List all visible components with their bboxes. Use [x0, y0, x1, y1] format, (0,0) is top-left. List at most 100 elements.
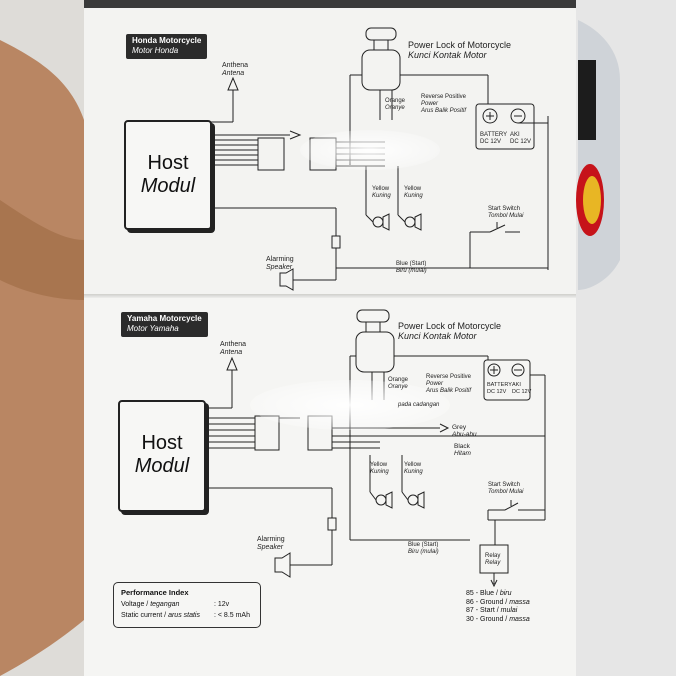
honda-aki-text: AKI [510, 132, 520, 138]
yamaha-dc1-text: DC 12V [487, 388, 507, 395]
voltage-label: Voltage / tegangan [121, 601, 179, 608]
yamaha-aki-label: AKI DC 12V [512, 382, 531, 395]
yamaha-black-text-id: Hitam [454, 450, 471, 457]
relay-pin-text: 86 - Ground / [466, 598, 510, 606]
honda-power-lock-text: Power Lock of Motorcycle [408, 40, 512, 50]
honda-dc1-text: DC 12V [480, 139, 502, 145]
yamaha-relay-text-id: Relay [485, 560, 501, 566]
honda-yellow2-label: Yellow Kuning [404, 186, 423, 200]
relay-pin-text: 85 - Blue / [466, 590, 500, 597]
voltage-label-text-id: tegangan [150, 601, 180, 608]
current-label: Static current / arus statis [121, 612, 200, 619]
yamaha-speaker-text: Alarming [257, 536, 285, 543]
honda-blue-text-id: Biru (mulai) [396, 268, 427, 274]
list-item: 86 - Ground / massa [466, 599, 530, 608]
yamaha-relay-label: Relay Relay [485, 553, 500, 567]
yamaha-antenna-label: Anthena Antena [220, 341, 246, 357]
yamaha-reverse-text-id: Power [426, 381, 444, 387]
honda-yellow1-text-id: Kuning [372, 193, 391, 199]
honda-blue-label: Blue (Start) Biru (mulai) [396, 261, 427, 275]
honda-yellow2-text-id: Kuning [404, 193, 423, 199]
honda-host-module: Host Modul [124, 120, 212, 230]
yamaha-start-switch-text: Start Switch [488, 482, 521, 488]
page-top-edge [84, 0, 576, 8]
yamaha-black-label: Black Hitam [454, 443, 471, 457]
yamaha-blue-text-id: Biru (mulai) [408, 549, 439, 555]
voltage-row: Voltage / tegangan : 12v [121, 601, 229, 608]
list-item: 30 - Ground / massa [466, 616, 530, 625]
yamaha-blue-text: Blue (Start) [408, 542, 439, 548]
relay-pin-text-id: mulai [500, 607, 518, 614]
list-item: 85 - Blue / biru [466, 590, 530, 599]
yamaha-blue-label: Blue (Start) Biru (mulai) [408, 542, 439, 556]
yamaha-orange-text-id: Oranye [388, 384, 408, 390]
honda-start-switch-label: Start Switch Tombol Mulai [488, 206, 523, 220]
honda-speaker-text-id: Speaker [266, 264, 293, 271]
yamaha-orange-text: Orange [388, 377, 409, 383]
honda-power-lock-text-id: Kunci Kontak Motor [408, 50, 487, 60]
current-value: : < 8.5 mAh [214, 612, 250, 619]
yamaha-power-lock-text: Power Lock of Motorcycle [398, 321, 502, 331]
honda-yellow2-text: Yellow [404, 186, 422, 192]
yamaha-battery-text: BATTERY [487, 382, 512, 388]
honda-speaker-label: Alarming Speaker [266, 256, 294, 272]
modul-label: Modul [140, 175, 196, 197]
honda-power-lock-label: Power Lock of Motorcycle Kunci Kontak Mo… [408, 40, 511, 60]
light-glare [300, 130, 440, 170]
honda-orange-text-id: Oranye [385, 105, 405, 111]
relay-pin-text: 87 - Start / [466, 607, 501, 614]
yamaha-power-lock-label: Power Lock of Motorcycle Kunci Kontak Mo… [398, 321, 501, 341]
yamaha-battery-label: BATTERY DC 12V [487, 382, 512, 395]
honda-orange-text: Orange [385, 98, 406, 104]
relay-pin-text-id: massa [509, 615, 530, 623]
yamaha-dc2-text: DC 12V [512, 388, 532, 395]
yamaha-host-module: Host Modul [118, 400, 206, 512]
yamaha-pada-label: pada cadangan [398, 401, 439, 409]
yamaha-diagram [205, 309, 546, 588]
honda-reverse-label: Reverse Positive Power Arus Balik Positi… [421, 94, 466, 115]
yamaha-black-text: Black [454, 443, 470, 450]
honda-start-switch-text-id: Tombol Mulai [488, 213, 524, 219]
voltage-value: : 12v [214, 601, 230, 608]
yamaha-yellow2-text-id: Kuning [404, 469, 423, 475]
voltage-label-text: Voltage / [121, 601, 151, 608]
honda-dc2-text: DC 12V [510, 139, 532, 145]
yamaha-subtitle: Motor Yamaha [127, 324, 179, 333]
honda-start-switch-text: Start Switch [488, 206, 521, 212]
yamaha-yellow2-text: Yellow [404, 462, 422, 468]
yamaha-aki-text: AKI [512, 382, 521, 388]
yamaha-title-badge: Yamaha Motorcycle Motor Yamaha [121, 312, 208, 337]
honda-antenna-text: Anthena [222, 62, 249, 69]
relay-pin-text-id: biru [499, 590, 512, 597]
honda-title: Honda Motorcycle [132, 36, 202, 45]
honda-arus-balik-text: Arus Balik Positif [421, 108, 467, 114]
light-glare [250, 380, 450, 430]
relay-pin-text-id: massa [509, 598, 530, 606]
modul-label: Modul [134, 455, 190, 477]
yamaha-antenna-text-id: Antena [220, 349, 243, 356]
honda-subtitle: Motor Honda [132, 46, 179, 55]
yamaha-title: Yamaha Motorcycle [127, 314, 202, 323]
honda-orange-label: Orange Oranye [385, 98, 405, 112]
page-fold [84, 294, 576, 298]
performance-index-box: Performance Index Voltage / tegangan : 1… [113, 582, 261, 628]
yamaha-pada-text: pada cadangan [398, 402, 440, 408]
yamaha-reverse-text: Reverse Positive [426, 374, 472, 380]
yamaha-yellow1-label: Yellow Kuning [370, 462, 389, 476]
yamaha-antenna-text: Anthena [220, 341, 247, 348]
honda-yellow1-text: Yellow [372, 186, 390, 192]
yamaha-speaker-text-id: Speaker [257, 544, 284, 551]
honda-title-badge: Honda Motorcycle Motor Honda [126, 34, 208, 59]
yamaha-speaker-label: Alarming Speaker [257, 536, 285, 552]
yamaha-yellow1-text: Yellow [370, 462, 388, 468]
yamaha-orange-label: Orange Oranye [388, 377, 408, 391]
honda-yellow1-label: Yellow Kuning [372, 186, 391, 200]
yamaha-start-switch-text-id: Tombol Mulai [488, 489, 524, 495]
host-label: Host [147, 152, 189, 174]
yamaha-reverse-label: Reverse Positive Power Arus Balik Positi… [426, 374, 471, 395]
honda-aki-label: AKI DC 12V [510, 132, 531, 146]
yamaha-relay-text: Relay [485, 553, 501, 559]
yamaha-grey-text: Grey [452, 424, 467, 431]
host-label: Host [141, 432, 183, 454]
